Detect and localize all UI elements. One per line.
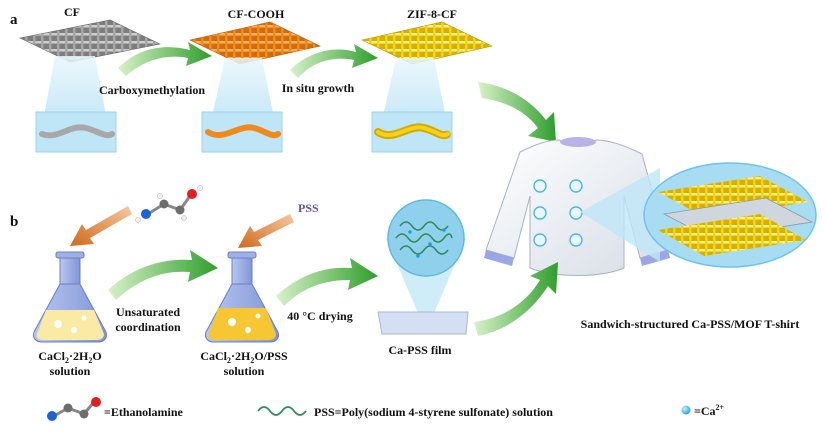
arrow-add-pss [238, 214, 294, 248]
label-flask2-solution: solution [224, 364, 265, 378]
ethanolamine-molecule [135, 185, 203, 223]
label-unsaturated: Unsaturated [116, 305, 180, 319]
arrow-drying [276, 258, 378, 306]
arrow-add-ethanolamine [70, 206, 132, 246]
arrow-carboxymethylation [118, 42, 212, 76]
t-shirt [484, 137, 670, 276]
zif-8-cf-fabric [361, 21, 493, 153]
arrow-to-shirt [478, 82, 556, 142]
label-cf: CF [64, 5, 80, 19]
label-carboxymethylation: Carboxymethylation [99, 83, 205, 97]
label-flask2-formula: CaCl2·2H2O/PSS [200, 349, 288, 365]
label-drying: 40 °C drying [287, 309, 352, 323]
label-pss: PSS [298, 201, 319, 215]
panel-label-a: a [10, 12, 18, 28]
ca-dots-on-shirt [533, 179, 583, 247]
legend-ca: =Ca2+ [694, 403, 725, 418]
ca-pss-film [377, 199, 469, 335]
label-flask1-formula: CaCl2·2H2O [38, 349, 101, 365]
label-flask1-solution: solution [50, 364, 91, 378]
legend-ethanolamine-molecule [47, 397, 101, 421]
legend-ethanolamine: =Ethanolamine [104, 405, 184, 419]
label-sandwich-t-shirt: Sandwich-structured Ca-PSS/MOF T-shirt [581, 317, 800, 331]
label-zif-8-cf: ZIF-8-CF [407, 7, 457, 21]
flask-cacl2-pss [205, 251, 279, 343]
flask-cacl2 [33, 251, 107, 343]
legend-pss-wave [257, 406, 307, 416]
zoom-beam [580, 168, 660, 262]
cf-fabric [19, 19, 161, 153]
arrow-unsaturated-coordination [108, 250, 218, 300]
legend-ca-ball [681, 405, 691, 415]
label-ca-pss-film: Ca-PSS film [389, 343, 452, 357]
arrow-in-situ-growth [290, 44, 378, 78]
label-coordination: coordination [115, 320, 181, 334]
cf-cooh-fabric [189, 21, 321, 153]
label-in-situ-growth: In situ growth [282, 81, 355, 95]
panel-label-b: b [10, 214, 18, 230]
arrow-film-to-shirt [474, 262, 558, 336]
legend-pss: PSS=Poly(sodium 4-styrene sulfonate) sol… [314, 405, 553, 419]
label-cf-cooh: CF-COOH [228, 7, 285, 21]
sandwich-structure [643, 162, 817, 268]
